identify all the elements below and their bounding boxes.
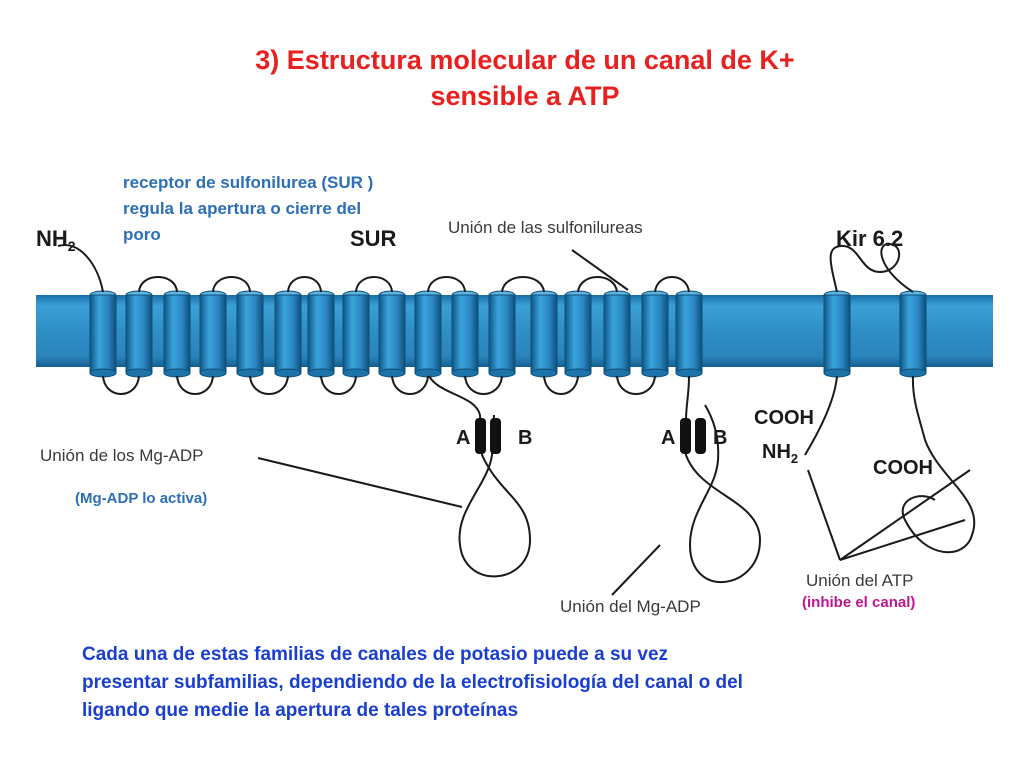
slide-title: 3) Estructura molecular de un canal de K…: [150, 42, 900, 114]
sur-helix: [488, 290, 516, 378]
title-line-1: 3) Estructura molecular de un canal de K…: [255, 45, 795, 75]
sur-note-line-1: receptor de sulfonilurea (SUR ): [123, 173, 374, 192]
nbd1-a-label: A: [456, 427, 470, 449]
sur-helix: [414, 290, 442, 378]
sur-helix: [236, 290, 264, 378]
kir-label: Kir 6.2: [836, 226, 903, 251]
nh2-kir-label: NH2: [762, 441, 798, 466]
atp-binding-label: Unión del ATP: [806, 571, 913, 590]
mgadp-activates-note: (Mg-ADP lo activa): [75, 490, 208, 507]
sur-helices: [89, 290, 703, 378]
kir-helix: [899, 290, 927, 378]
intracellular-loops: [102, 375, 976, 583]
nbd1-b-label: B: [518, 427, 532, 449]
nbd2-a-label: A: [661, 427, 675, 449]
cooh-kir-label: COOH: [873, 457, 933, 479]
sur-helix: [675, 290, 703, 378]
title-line-2: sensible a ATP: [430, 81, 620, 111]
sur-note-line-3: poro: [123, 225, 161, 244]
sur-helix: [530, 290, 558, 378]
mgadp-binding-bottom-label: Unión del Mg-ADP: [560, 597, 701, 616]
extracellular-loops: [57, 242, 914, 293]
cooh-sur-label: COOH: [754, 407, 814, 429]
caption-text: Cada una de estas familias de canales de…: [82, 641, 982, 725]
atp-inhibits-note: (inhibe el canal): [802, 594, 916, 611]
caption-line-2: presentar subfamilias, dependiendo de la…: [82, 672, 743, 693]
caption-line-1: Cada una de estas familias de canales de…: [82, 644, 669, 665]
nbd2-bars: [680, 418, 706, 454]
sur-helix: [641, 290, 669, 378]
sur-helix: [378, 290, 406, 378]
sur-helix: [125, 290, 153, 378]
sur-helix: [342, 290, 370, 378]
sur-note-line-2: regula la apertura o cierre del: [123, 199, 362, 218]
nbd2-b-label: B: [713, 427, 727, 449]
kir-helix: [823, 290, 851, 378]
nh2-left-label: NH2: [36, 226, 76, 254]
sur-receptor-note: receptor de sulfonilurea (SUR ) regula l…: [123, 170, 373, 248]
sur-helix: [163, 290, 191, 378]
mgadp-binding-left-label: Unión de los Mg-ADP: [40, 446, 203, 465]
sur-helix: [274, 290, 302, 378]
sur-helix: [564, 290, 592, 378]
sur-label: SUR: [350, 226, 397, 251]
sur-helix: [199, 290, 227, 378]
sur-helix: [603, 290, 631, 378]
pointer-lines: [257, 249, 971, 596]
kir-helices: [823, 290, 927, 378]
nbd1-bars: [475, 418, 501, 454]
sur-helix: [89, 290, 117, 378]
sulfonylurea-binding-label: Unión de las sulfonilureas: [448, 218, 643, 237]
caption-line-3: ligando que medie la apertura de tales p…: [82, 700, 519, 721]
sur-helix: [307, 290, 335, 378]
sur-helix: [451, 290, 479, 378]
